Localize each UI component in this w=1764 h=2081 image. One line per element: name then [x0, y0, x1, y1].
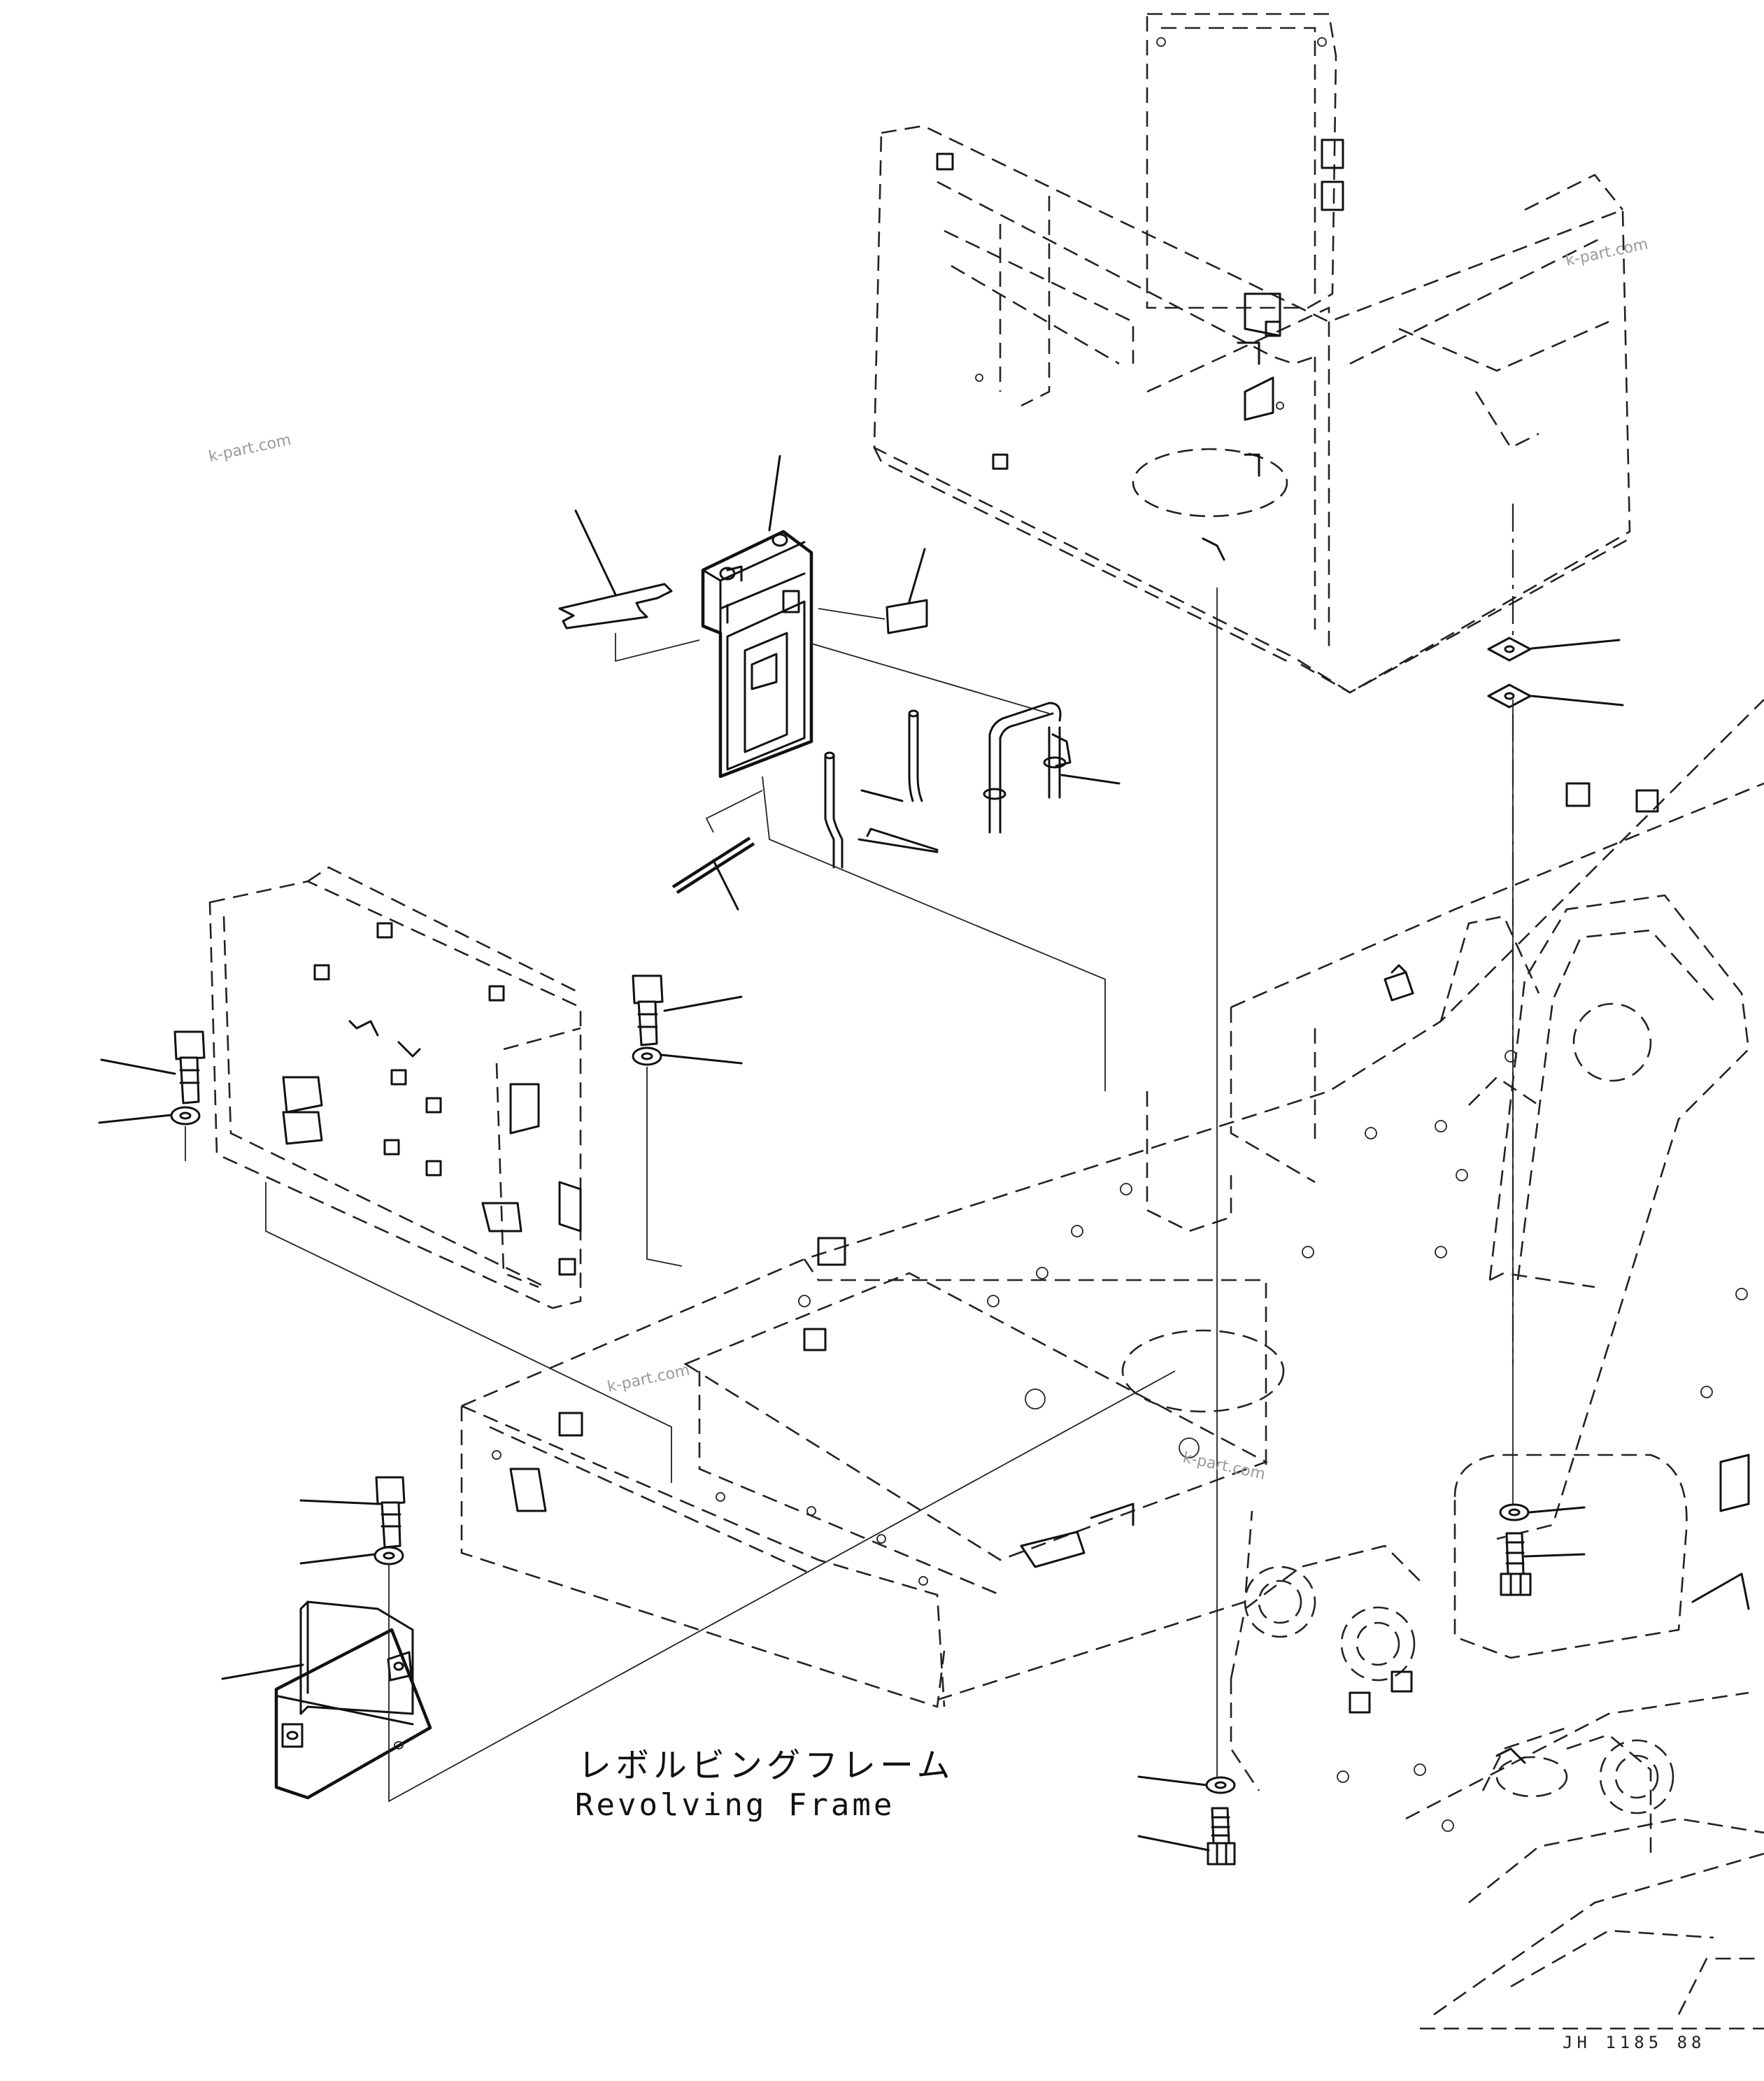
watermark: k-part.com	[606, 1362, 691, 1396]
watermark: k-part.com	[207, 432, 292, 466]
left-deck-frame	[208, 866, 582, 1309]
bracket-assembly	[701, 530, 813, 779]
washer-bottom-hole	[1214, 1781, 1227, 1789]
square-washer-upper-hole	[1504, 645, 1515, 653]
bolt-left-upper	[173, 1030, 206, 1105]
washer-center-upper	[632, 1046, 662, 1066]
rubber-strip	[671, 837, 755, 894]
watermark: k-part.com	[1564, 236, 1649, 270]
washer-lower-left-hole	[383, 1551, 395, 1560]
assembly-lines	[185, 504, 1514, 1803]
pipe-pair	[824, 709, 923, 869]
frame-label-english: Revolving Frame	[575, 1787, 895, 1823]
bolt-center-upper	[632, 974, 664, 1046]
bolt-bottom	[1207, 1807, 1236, 1866]
washer-left-upper	[170, 1106, 201, 1125]
lower-bracket-plate	[274, 1600, 432, 1800]
bolt-right	[1500, 1532, 1532, 1596]
washer-center-upper-hole	[641, 1052, 653, 1060]
square-washer-lower	[1487, 683, 1532, 709]
leader-lines	[98, 455, 1624, 1852]
revolving-frame-body	[460, 699, 1764, 2030]
washer-bottom	[1205, 1776, 1236, 1794]
square-washer-lower-hole	[1504, 692, 1515, 700]
label-plate	[885, 599, 928, 634]
square-washer-upper	[1487, 637, 1532, 662]
bolt-lower-left	[375, 1476, 406, 1549]
washer-lower-left	[374, 1546, 404, 1565]
frame-label-japanese: レボルビングフレーム	[578, 1746, 955, 1785]
washer-right-hole	[1508, 1508, 1521, 1517]
u-bolt-clamp	[983, 702, 1072, 834]
drawing-code: JH 1185 88	[1563, 2033, 1706, 2052]
washer-left-upper-hole	[179, 1111, 192, 1120]
spacer-plate	[558, 583, 673, 630]
upper-frame-assembly	[873, 13, 1631, 694]
washer-right	[1499, 1503, 1530, 1521]
